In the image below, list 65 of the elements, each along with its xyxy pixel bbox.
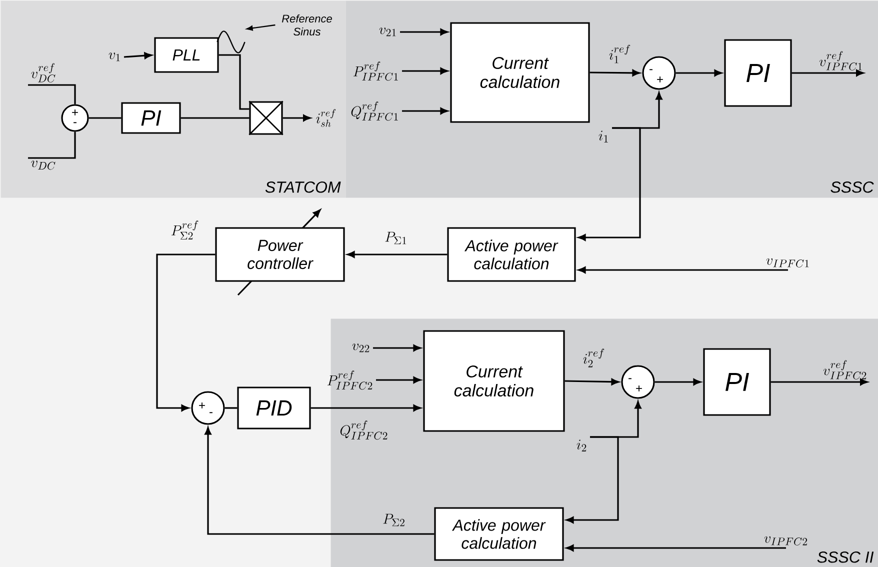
signal-line bbox=[224, 407, 238, 409]
signal-label: $Q_{IPFC1}^{ref}$ bbox=[351, 101, 398, 121]
signal-line bbox=[180, 117, 250, 119]
signal-label: $v_{IPFC2}$ bbox=[764, 536, 808, 546]
arrow bbox=[347, 251, 448, 258]
edge-label: $Q_{IPFC2}^{ref}$ bbox=[340, 420, 388, 440]
block-box: PID bbox=[237, 386, 311, 430]
arrow bbox=[402, 108, 448, 114]
signal-line bbox=[28, 132, 76, 159]
arrow bbox=[578, 266, 788, 274]
signal-label: $v_{21}$ bbox=[379, 28, 396, 36]
signal-line bbox=[88, 117, 122, 119]
arrow bbox=[564, 378, 619, 386]
arrow bbox=[402, 68, 448, 74]
signal-label: $v_{DC}$ bbox=[31, 160, 56, 170]
block-box: Current calculation bbox=[450, 22, 590, 123]
signal-label: $v_{22}$ bbox=[352, 344, 370, 352]
signal-label: $i_{1}$ bbox=[598, 130, 608, 142]
signal-label: $v_{1}$ bbox=[108, 52, 120, 62]
arrow bbox=[770, 378, 868, 386]
arrow bbox=[566, 436, 619, 524]
signal-line bbox=[218, 54, 250, 110]
block-box: Power controller bbox=[215, 227, 345, 282]
arrow bbox=[310, 404, 421, 412]
signal-label: $P_{IPFC1}^{ref}$ bbox=[353, 61, 398, 81]
edge-label: $P_{\Sigma 2}^{ref}$ bbox=[171, 220, 198, 240]
arrow bbox=[156, 254, 216, 412]
arrow bbox=[590, 70, 640, 76]
arrow bbox=[124, 52, 152, 59]
arrow bbox=[792, 70, 864, 76]
block-box: PI bbox=[121, 102, 181, 134]
signal-label: $v_{IPFC1}^{ref}$ bbox=[819, 51, 862, 70]
signal-label: $i_{sh}^{ref}$ bbox=[316, 109, 336, 127]
arrow bbox=[204, 427, 434, 535]
edge-label: $P_{\Sigma 2}$ bbox=[383, 514, 404, 526]
edge-label: $i_{2}^{ref}$ bbox=[583, 348, 604, 368]
summing-junction: - + bbox=[621, 365, 655, 399]
edge-label: $P_{\Sigma 1}$ bbox=[385, 232, 406, 244]
arrow bbox=[376, 376, 421, 384]
arrow bbox=[654, 378, 701, 386]
arrow bbox=[282, 114, 311, 122]
summing-junction: + - bbox=[191, 391, 225, 425]
block-box: Active power calculation bbox=[434, 507, 564, 561]
signal-label: $i_{2}$ bbox=[576, 440, 586, 452]
callout-text: Reference Sinus bbox=[282, 14, 332, 36]
leader-line bbox=[246, 24, 276, 31]
block-box: PI bbox=[724, 39, 792, 107]
sine-wave bbox=[216, 30, 246, 54]
arrow bbox=[578, 127, 641, 241]
signal-label: $v_{IPFC1}$ bbox=[766, 258, 809, 268]
block-box: Active power calculation bbox=[447, 227, 576, 282]
arrow bbox=[676, 70, 722, 76]
signal-line bbox=[28, 84, 76, 104]
edge-label: $i_{1}^{ref}$ bbox=[609, 44, 630, 64]
arrow bbox=[400, 28, 448, 36]
block-box: PLL bbox=[154, 37, 219, 73]
arrow bbox=[566, 544, 786, 552]
summing-junction: + - bbox=[61, 104, 89, 132]
signal-label: $v_{IPFC2}^{ref}$ bbox=[823, 360, 866, 380]
multiplier-box bbox=[248, 100, 284, 136]
block-box: PI bbox=[703, 348, 771, 416]
block-box: Current calculation bbox=[423, 330, 565, 432]
arrow bbox=[373, 344, 421, 352]
summing-junction: - + bbox=[642, 56, 676, 90]
signal-label: $v_{DC}^{ref}$ bbox=[31, 63, 56, 82]
